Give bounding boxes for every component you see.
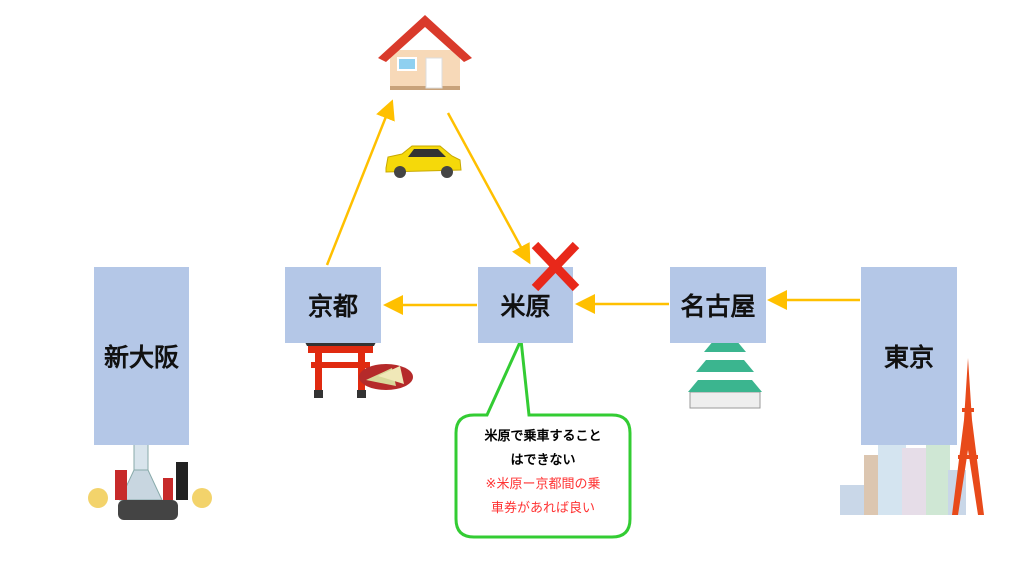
arrow-home-to-maibara — [446, 112, 531, 265]
callout-line: はできない — [510, 453, 576, 468]
yatsuhashi-icon — [359, 364, 413, 390]
station-shin-osaka: 新大阪 — [94, 267, 189, 445]
station-maibara: 米原 — [478, 267, 573, 343]
station-label: 名古屋 — [680, 292, 756, 321]
station-label: 米原 — [500, 292, 551, 321]
station-kyoto: 京都 — [285, 267, 381, 343]
station-label: 京都 — [307, 292, 358, 321]
callout-note: 車券があれば良い — [490, 501, 595, 516]
nagoya-castle-icon — [688, 336, 762, 409]
tokyo-skyline-icon — [840, 358, 984, 515]
cross-icon — [531, 241, 580, 292]
callout-line: 米原で乗車すること — [484, 429, 602, 444]
callout-bubble — [454, 334, 632, 539]
house-icon — [378, 15, 472, 90]
station-label: 東京 — [883, 343, 934, 372]
callout-note: ※米原ー京都間の乗 — [485, 477, 601, 492]
station-tokyo: 東京 — [861, 267, 957, 445]
station-label: 新大阪 — [103, 343, 179, 372]
station-nagoya: 名古屋 — [670, 267, 766, 343]
car-icon — [385, 145, 462, 178]
callout-text: 米原で乗車すること はできない ※米原ー京都間の乗 車券があれば良い — [456, 425, 630, 521]
arrow-kyoto-to-home — [325, 99, 395, 266]
